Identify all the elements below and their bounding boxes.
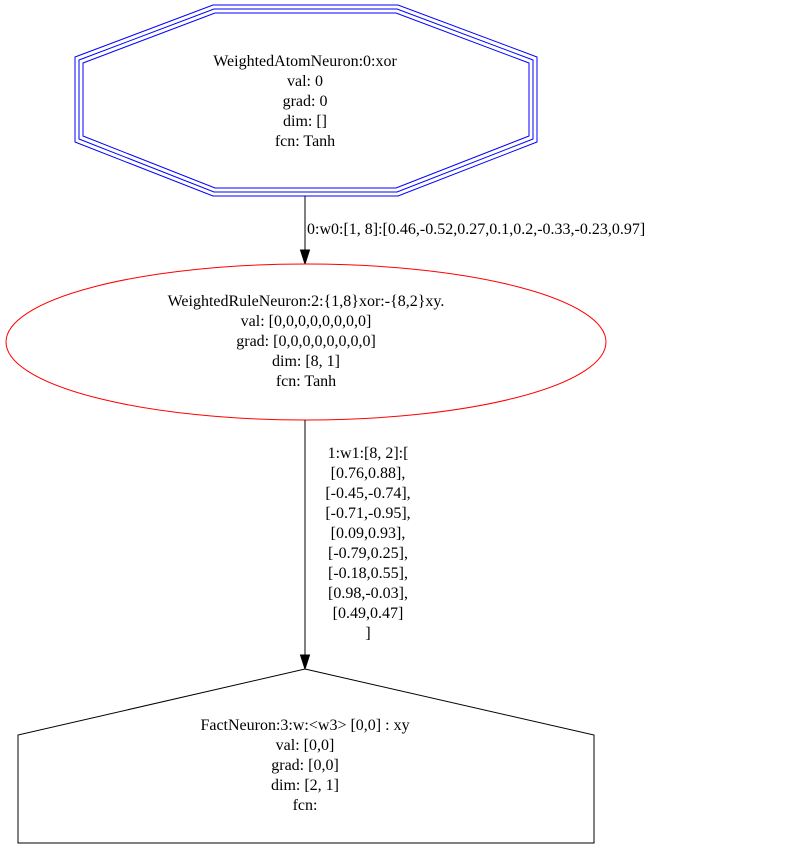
rule-node-grad: grad: [0,0,0,0,0,0,0,0] <box>236 333 376 350</box>
atom-node-dim: dim: [] <box>283 113 327 130</box>
atom-node-title: WeightedAtomNeuron:0:xor <box>213 53 397 70</box>
edge-fact-to-rule-label-line-9: [0.49,0.47] <box>333 605 404 622</box>
fact-house-shape <box>17 668 595 844</box>
weighted-rule-neuron-node[interactable]: WeightedRuleNeuron:2:{1,8}xor:-{8,2}xy. … <box>5 263 607 421</box>
edge-rule-to-atom-label: 0:w0:[1, 8]:[0.46,-0.52,0.27,0.1,0.2,-0.… <box>307 221 645 238</box>
edge-fact-to-rule-label-line-5: [0.09,0.93], <box>331 525 406 542</box>
fact-neuron-node[interactable]: FactNeuron:3:w:<w3> [0,0] : xy val: [0,0… <box>17 668 595 844</box>
edge-fact-to-rule-label-line-8: [0.98,-0.03], <box>328 585 408 602</box>
weighted-atom-neuron-node[interactable]: WeightedAtomNeuron:0:xor val: 0 grad: 0 … <box>74 4 538 197</box>
edge-fact-to-rule-label-line-1: 1:w1:[8, 2]:[ <box>328 445 409 462</box>
atom-node-val: val: 0 <box>287 73 323 90</box>
fact-node-fcn: fcn: <box>293 797 318 814</box>
rule-ellipse <box>5 263 607 421</box>
atom-octagon-outer <box>74 4 538 197</box>
edge-fact-to-rule-label-line-10: ] <box>365 625 370 642</box>
rule-node-fcn: fcn: Tanh <box>276 373 336 390</box>
edge-rule-to-atom[interactable]: 0:w0:[1, 8]:[0.46,-0.52,0.27,0.1,0.2,-0.… <box>299 196 646 266</box>
edge-fact-to-rule-label-line-3: [-0.45,-0.74], <box>325 485 410 502</box>
rule-node-val: val: [0,0,0,0,0,0,0,0] <box>241 313 372 330</box>
rule-node-dim: dim: [8, 1] <box>272 353 340 370</box>
atom-octagon-middle <box>78 8 534 193</box>
edge-fact-to-rule-label-line-4: [-0.71,-0.95], <box>325 505 410 522</box>
edge-fact-to-rule-label-line-7: [-0.18,0.55], <box>328 565 408 582</box>
atom-octagon-inner <box>82 12 530 189</box>
atom-node-grad: grad: 0 <box>283 93 328 110</box>
rule-node-title: WeightedRuleNeuron:2:{1,8}xor:-{8,2}xy. <box>168 293 445 310</box>
edge-fact-to-rule-label-line-2: [0.76,0.88], <box>331 465 406 482</box>
edge-fact-to-rule-label-line-6: [-0.79,0.25], <box>328 545 408 562</box>
fact-node-val: val: [0,0] <box>276 737 335 754</box>
atom-node-fcn: fcn: Tanh <box>275 133 335 150</box>
fact-node-title: FactNeuron:3:w:<w3> [0,0] : xy <box>200 717 409 734</box>
fact-node-grad: grad: [0,0] <box>271 757 339 774</box>
fact-node-dim: dim: [2, 1] <box>271 777 339 794</box>
edge-fact-to-rule[interactable]: 1:w1:[8, 2]:[ [0.76,0.88], [-0.45,-0.74]… <box>299 420 411 671</box>
edge-rule-to-atom-arrowhead <box>299 249 311 266</box>
edge-fact-to-rule-arrowhead <box>299 654 311 671</box>
